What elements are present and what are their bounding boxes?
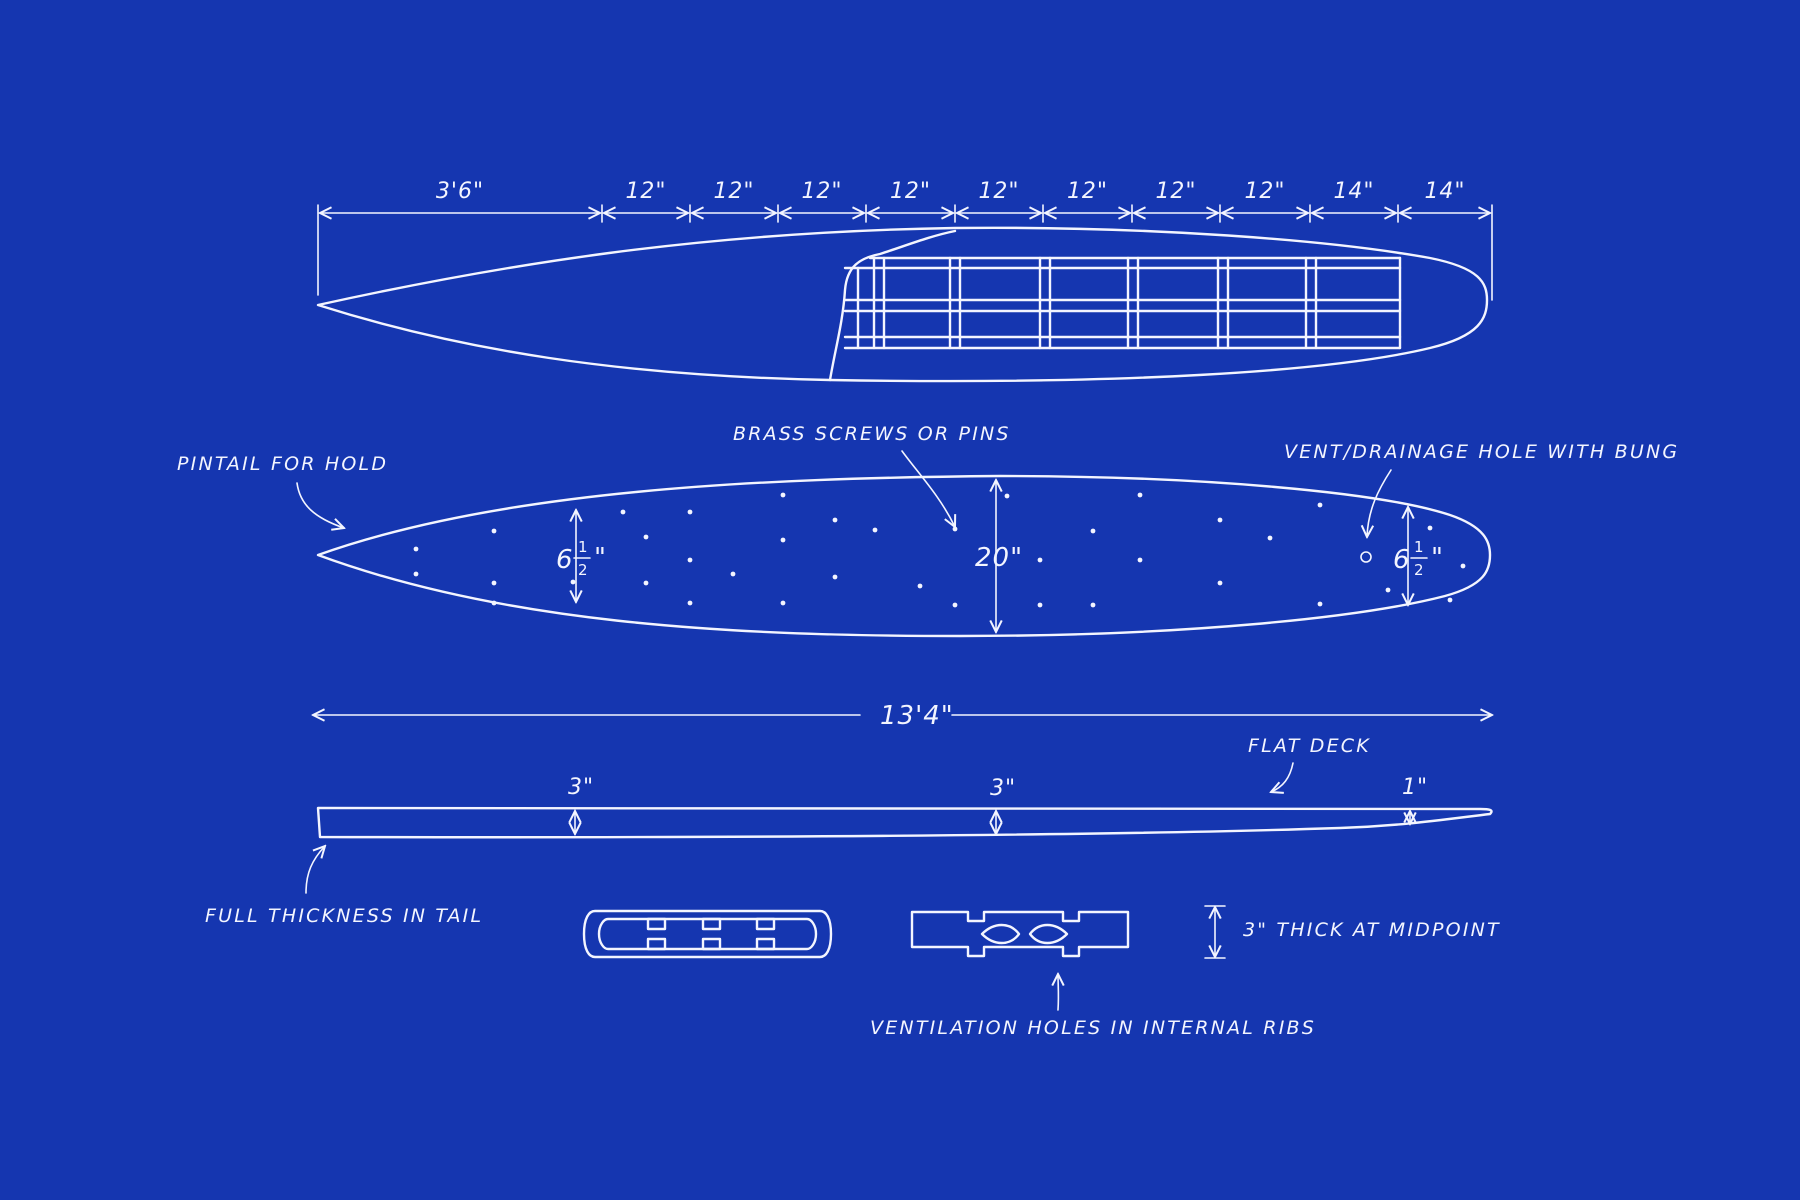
thickness-nose-label: 1" bbox=[1402, 775, 1428, 800]
plan-width-dimensions bbox=[576, 480, 1408, 632]
top-dimension-chain: 3'6" 12" 12" 12" 12" 12" 12" 12" 12" 14" 14" bbox=[317, 179, 1493, 301]
thickness-tail-label: 3" bbox=[568, 775, 594, 800]
width-nose-whole: 6 bbox=[1393, 545, 1411, 575]
top-dimension-label: 12" bbox=[801, 179, 842, 204]
width-tail-whole: 6 bbox=[556, 545, 574, 575]
ventilation-label: VENTILATION HOLES IN INTERNAL RIBS bbox=[870, 1017, 1316, 1039]
top-dimension-label: 3'6" bbox=[436, 179, 484, 204]
plan-view-outline bbox=[316, 474, 1492, 638]
cross-section-hollow bbox=[582, 909, 833, 959]
thick-midpoint-label: 3" THICK AT MIDPOINT bbox=[1243, 919, 1501, 941]
vent-hole-label: VENT/DRAINAGE HOLE WITH BUNG bbox=[1284, 441, 1679, 463]
width-mid-label: 20" bbox=[975, 543, 1023, 573]
flat-deck-label: FLAT DECK bbox=[1248, 735, 1371, 757]
top-dimension-label: 14" bbox=[1424, 179, 1465, 204]
vent-hole-icon bbox=[1360, 551, 1372, 563]
cross-section-rib bbox=[910, 910, 1130, 958]
width-nose-inch: " bbox=[1431, 543, 1444, 573]
top-dimension-label: 14" bbox=[1333, 179, 1374, 204]
top-dimension-label: 12" bbox=[1244, 179, 1285, 204]
thickness-mid-label: 3" bbox=[990, 776, 1016, 801]
top-view-outline bbox=[316, 226, 1489, 383]
width-nose-frac-bottom: 2 bbox=[1414, 561, 1424, 579]
overall-length-label: 13'4" bbox=[880, 701, 954, 731]
pintail-label: PINTAIL FOR HOLD bbox=[177, 453, 388, 475]
top-dimension-label: 12" bbox=[625, 179, 666, 204]
width-tail-frac-top: 1 bbox=[578, 538, 588, 556]
width-tail-inch: " bbox=[594, 543, 607, 573]
top-dimension-label: 12" bbox=[1155, 179, 1196, 204]
top-dimension-label: 12" bbox=[1067, 179, 1108, 204]
top-dimension-label: 12" bbox=[890, 179, 931, 204]
full-thickness-label: FULL THICKNESS IN TAIL bbox=[205, 905, 483, 927]
side-view-profile bbox=[316, 806, 1493, 839]
top-dimension-label: 12" bbox=[713, 179, 754, 204]
width-nose-frac-top: 1 bbox=[1414, 538, 1424, 556]
width-tail-frac-bottom: 2 bbox=[578, 561, 588, 579]
brass-screws-label: BRASS SCREWS OR PINS bbox=[733, 423, 1011, 445]
brass-screw-dots bbox=[413, 492, 1466, 608]
top-view-frame bbox=[828, 229, 1402, 382]
side-thickness-markers bbox=[575, 811, 1410, 834]
top-dimension-label: 12" bbox=[978, 179, 1019, 204]
